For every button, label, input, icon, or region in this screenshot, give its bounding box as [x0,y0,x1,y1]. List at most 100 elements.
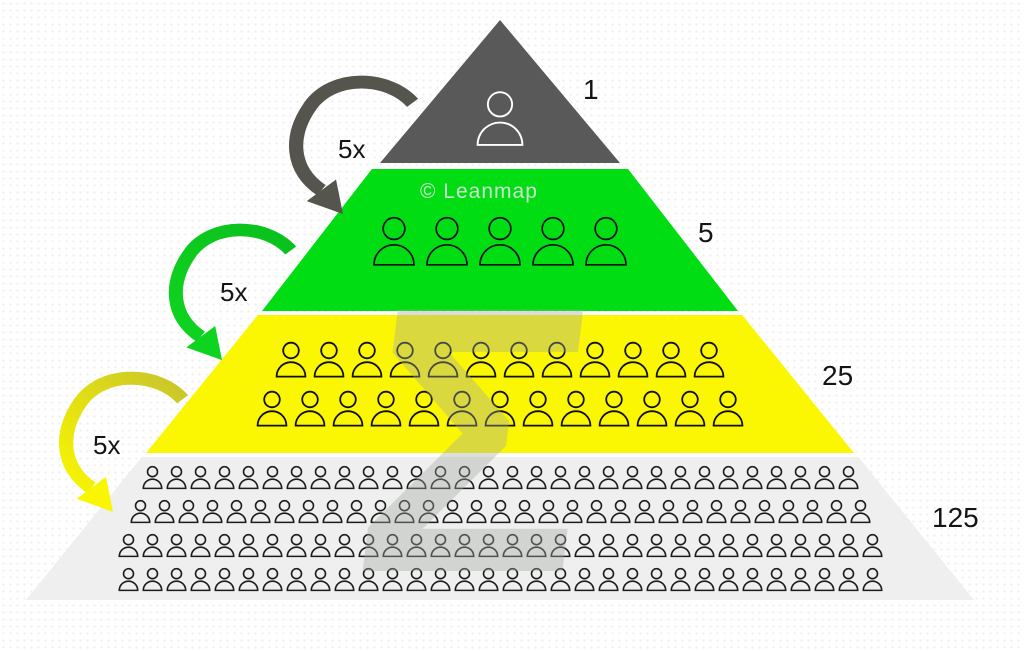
person-icon [615,340,651,379]
person-icon [789,533,812,558]
person-icon [477,533,500,558]
person-icon [597,465,620,490]
person-icon [153,499,176,524]
person-icon [368,389,404,428]
person-icon [330,389,366,428]
person-icon [261,465,284,490]
multiplier-label-1: 5x [338,134,366,164]
multiplier-arrow-1 [272,72,424,222]
icon-row [146,389,854,428]
person-icon [577,340,613,379]
person-icon [405,465,428,490]
person-icon [213,567,236,592]
person-icon [672,389,708,428]
person-icon [558,389,594,428]
person-icon [309,465,332,490]
person-icon [501,465,524,490]
person-icon [189,567,212,592]
person-icon [285,465,308,490]
icon-row [26,499,974,524]
person-icon [405,533,428,558]
person-icon [513,499,536,524]
person-icon [129,499,152,524]
person-icon [549,465,572,490]
person-icon [705,499,728,524]
pyramid-diagram: Σ © Leanmap 1 5 25 125 [26,20,979,652]
tier-3-count-label: 25 [822,360,854,391]
person-icon [237,465,260,490]
person-icon [311,340,347,379]
person-icon [333,533,356,558]
pyramid-tier-4 [26,457,974,600]
person-icon [777,499,800,524]
person-icon [669,465,692,490]
person-icon [237,533,260,558]
person-icon [477,465,500,490]
person-icon [349,340,385,379]
person-icon [117,533,140,558]
person-icon [297,499,320,524]
person-icon [357,465,380,490]
person-icon [165,533,188,558]
person-icon [825,499,848,524]
person-icon [237,567,260,592]
person-icon [525,533,548,558]
person-icon [741,465,764,490]
person-icon [597,533,620,558]
person-icon [813,533,836,558]
person-icon [405,567,428,592]
icon-row [26,533,974,558]
copyright-watermark: © Leanmap [420,180,538,203]
icon-row [380,88,620,149]
person-icon [422,214,472,268]
person-icon [141,465,164,490]
person-icon [801,499,824,524]
person-icon [249,499,272,524]
person-icon [309,533,332,558]
person-icon [717,533,740,558]
person-icon [693,465,716,490]
tier-1-count-label: 1 [583,74,599,105]
person-icon [609,499,632,524]
person-icon [393,499,416,524]
pyramid-tier-3 [146,315,854,453]
person-icon [453,465,476,490]
person-icon [141,533,164,558]
person-icon [189,465,212,490]
person-icon [717,465,740,490]
person-icon [321,499,344,524]
person-icon [765,567,788,592]
person-icon [741,567,764,592]
person-icon [837,533,860,558]
person-icon [273,340,309,379]
person-icon [693,533,716,558]
person-icon [165,567,188,592]
icon-row [146,340,854,379]
person-icon [634,389,670,428]
person-icon [837,567,860,592]
person-icon [633,499,656,524]
person-icon [573,567,596,592]
multiplier-label-2: 5x [220,277,248,307]
person-icon [381,465,404,490]
tier-4-count-label: 125 [932,502,979,533]
multiplier-arrow-3 [42,368,194,520]
person-icon [549,567,572,592]
person-icon [813,567,836,592]
person-icon [501,533,524,558]
person-icon [429,567,452,592]
person-icon [585,499,608,524]
person-icon [691,340,727,379]
person-icon [333,567,356,592]
person-icon [472,88,528,149]
person-icon [201,499,224,524]
tier-1-icon-rows [380,20,620,163]
person-icon [213,533,236,558]
person-icon [669,567,692,592]
person-icon [669,533,692,558]
person-icon [621,533,644,558]
person-icon [285,567,308,592]
person-icon [189,533,212,558]
person-icon [681,499,704,524]
person-icon [717,567,740,592]
